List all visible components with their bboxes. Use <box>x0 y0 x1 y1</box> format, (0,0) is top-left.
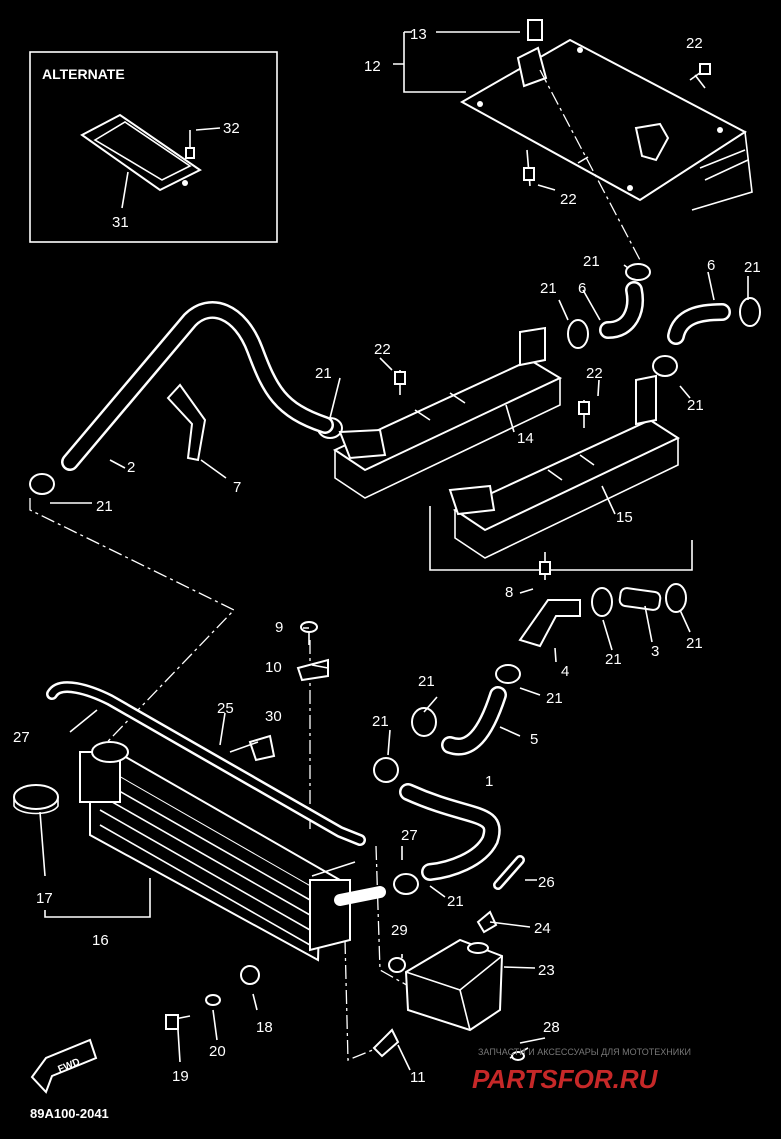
screw-part-28 <box>509 1047 529 1061</box>
reservoir-tank-part-23 <box>404 938 504 1032</box>
bracket-part-10 <box>296 658 329 682</box>
fitting-part-11 <box>372 1028 400 1058</box>
plug-part-29 <box>388 957 406 973</box>
cap-part-17 <box>13 784 59 815</box>
bolt-part-9 <box>300 621 318 645</box>
inset-frame <box>29 51 278 243</box>
label-21: 21 <box>546 690 563 707</box>
label-11: 11 <box>410 1069 426 1086</box>
label-21: 21 <box>687 397 704 414</box>
hose-part-6-left <box>599 281 644 339</box>
label-22: 22 <box>586 365 603 382</box>
label-29: 29 <box>391 922 408 939</box>
hose-part-6-right <box>667 303 731 345</box>
label-25: 25 <box>217 700 234 717</box>
label-7: 7 <box>233 479 241 496</box>
fitting-part-4 <box>518 599 581 648</box>
label-15: 15 <box>616 509 633 526</box>
grommet-part-18 <box>240 965 260 985</box>
bolt-part-22-top-right <box>689 63 711 81</box>
label-18: 18 <box>256 1019 273 1036</box>
label-8: 8 <box>505 584 513 601</box>
label-22: 22 <box>560 191 577 208</box>
watermark-brand: PARTSFOR.RU <box>472 1064 659 1094</box>
label-23: 23 <box>538 962 555 979</box>
label-16: 16 <box>92 932 109 949</box>
bolt-part-19 <box>165 1014 191 1030</box>
cap-part-24 <box>476 910 498 934</box>
label-26: 26 <box>538 874 555 891</box>
pipe-part-14 <box>332 326 563 499</box>
label-12: 12 <box>364 58 381 75</box>
label-9: 9 <box>275 619 283 636</box>
hose-part-5 <box>441 686 507 756</box>
label-17: 17 <box>36 890 53 907</box>
label-21: 21 <box>744 259 761 276</box>
label-31: 31 <box>112 214 129 231</box>
label-22: 22 <box>374 341 391 358</box>
label-4: 4 <box>561 663 569 680</box>
bolt-part-22-pipe15 <box>578 400 590 428</box>
label-27: 27 <box>13 729 30 746</box>
collar-part-20 <box>205 994 221 1006</box>
label-2: 2 <box>127 459 135 476</box>
label-21: 21 <box>447 893 464 910</box>
label-6: 6 <box>707 257 715 274</box>
label-1: 1 <box>485 773 493 790</box>
bracket-part-7 <box>166 383 207 462</box>
leader-lines <box>39 264 749 1071</box>
label-13: 13 <box>410 26 427 43</box>
label-21: 21 <box>315 365 332 382</box>
watermark-caption: ЗАПЧАСТИ И АКСЕССУАРЫ ДЛЯ МОТОТЕХНИКИ <box>478 1047 691 1057</box>
clip-part-30 <box>248 734 276 762</box>
fitting-part-13 <box>516 19 548 88</box>
alternate-inset: ALTERNATE 32 31 <box>29 51 278 243</box>
label-21: 21 <box>605 651 622 668</box>
label-19: 19 <box>172 1068 189 1085</box>
label-30: 30 <box>265 708 282 725</box>
label-28: 28 <box>543 1019 560 1036</box>
alternate-bolt-part-32 <box>185 130 195 159</box>
radiator-part-16 <box>79 741 386 962</box>
hose-part-26 <box>493 855 525 890</box>
label-22: 22 <box>686 35 703 52</box>
label-21: 21 <box>540 280 557 297</box>
bolt-part-8 <box>539 552 551 580</box>
label-3: 3 <box>651 643 659 660</box>
label-32: 32 <box>223 120 240 137</box>
label-21: 21 <box>372 713 389 730</box>
label-14: 14 <box>517 430 534 447</box>
bolt-part-22-pipe14 <box>394 370 406 395</box>
hose-part-2 <box>61 301 334 471</box>
label-21: 21 <box>583 253 600 270</box>
label-10: 10 <box>265 659 282 676</box>
fwd-arrow-icon: FWD <box>30 1038 98 1094</box>
label-27: 27 <box>401 827 418 844</box>
pipe-part-15 <box>448 374 681 559</box>
label-6: 6 <box>578 280 586 297</box>
label-24: 24 <box>534 920 551 937</box>
label-21: 21 <box>418 673 435 690</box>
pipe-part-3 <box>618 587 662 611</box>
label-21: 21 <box>686 635 703 652</box>
diagram-code: 89A100-2041 <box>30 1106 109 1121</box>
hose-part-25 <box>46 681 366 846</box>
label-21: 21 <box>96 498 113 515</box>
hose-part-1 <box>399 783 501 881</box>
alternate-bracket-part-31 <box>80 113 202 192</box>
bolt-part-22-plate <box>523 149 535 187</box>
plate-fitting <box>634 122 670 162</box>
inset-title: ALTERNATE <box>42 66 125 82</box>
label-20: 20 <box>209 1043 226 1060</box>
label-5: 5 <box>530 731 538 748</box>
